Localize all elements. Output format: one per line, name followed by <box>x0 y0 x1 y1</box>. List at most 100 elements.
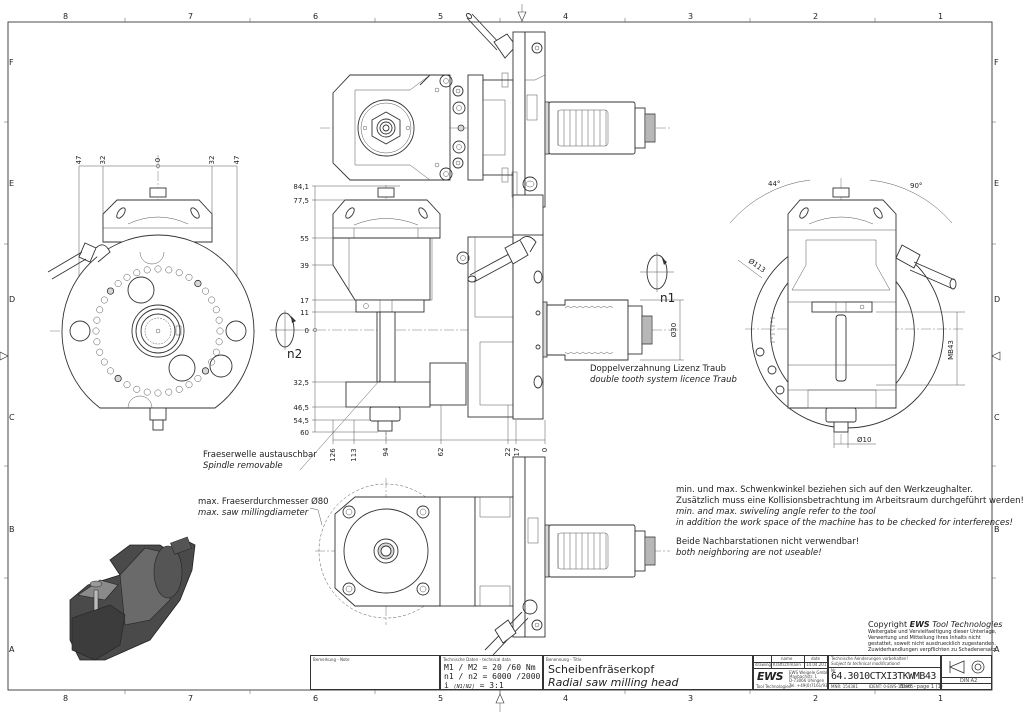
index-hole <box>96 306 104 314</box>
row-label: B <box>9 525 15 534</box>
spindle-note: Fraeserwelle austauschbar Spindle remova… <box>203 450 317 472</box>
row-label: D <box>9 295 15 304</box>
index-hole <box>194 279 202 288</box>
row-label: A <box>994 645 1000 654</box>
col-label: 6 <box>313 694 318 703</box>
top-view <box>320 13 670 208</box>
centering-mark-top <box>517 4 527 22</box>
centering-mark-bottom <box>495 690 505 712</box>
index-hole <box>185 381 193 389</box>
disc-diameter-label: Ø113 <box>747 257 767 274</box>
dim-label: 46,5 <box>293 404 309 412</box>
swing-angle-right: 90° <box>910 182 922 190</box>
index-hole <box>175 385 183 393</box>
col-label: 2 <box>813 12 818 21</box>
col-label: 2 <box>813 694 818 703</box>
title-cell: Benennung - Title Scheibenfräserkopf Rad… <box>543 655 753 690</box>
spindle-en: Spindle removable <box>203 461 283 471</box>
dim-label: 84,1 <box>293 183 309 191</box>
drawing-info-cell: name date drawing Kraftschmann 14.04.201… <box>753 655 849 690</box>
dim-label: 0 <box>154 158 162 162</box>
index-hole <box>154 265 162 273</box>
index-hole <box>92 327 100 335</box>
col-label: 1 <box>938 12 943 21</box>
index-hole <box>107 367 114 375</box>
drawing-sheet: 8 7 6 5 4 3 2 1 8 7 6 5 4 3 2 1 F E D C … <box>0 4 1024 712</box>
swivel-en-2: in addition the work space of the machin… <box>676 518 1013 528</box>
row-label: C <box>9 413 15 422</box>
dim-label: 0 <box>541 448 549 452</box>
row-label: B <box>994 525 1000 534</box>
dim-label: 17 <box>513 448 521 457</box>
col-label: 6 <box>313 12 318 21</box>
dim-label: 94 <box>382 447 390 456</box>
neighbor-en: both neighboring are not useable! <box>676 548 822 558</box>
dim-label: 22 <box>504 448 512 457</box>
index-hole <box>100 296 108 304</box>
swivel-de-1: min. und max. Schwenkwinkel beziehen sic… <box>676 485 973 495</box>
swivel-de-2: Zusätzlich muss eine Kollisionsbetrachtu… <box>676 496 1024 506</box>
bolt-diameter-label: Ø10 <box>857 436 871 444</box>
index-hole <box>114 374 122 383</box>
remark-cell: Bemerkung - Note <box>310 655 440 690</box>
left-view: 47 32 0 32 47 <box>47 155 255 431</box>
dim-label: 77,5 <box>293 197 309 205</box>
front-view: 84,1 77,5 55 39 17 11 0 32,5 46,5 54,5 6… <box>293 183 684 471</box>
col-label: 5 <box>438 694 443 703</box>
index-hole <box>216 327 224 335</box>
index-hole <box>212 306 220 314</box>
torque-value: M1 / M2 = 20 /60 Nm <box>444 663 536 672</box>
index-hole <box>194 375 202 382</box>
row-label: E <box>9 179 14 188</box>
centering-mark-left <box>0 351 9 361</box>
frame-row-ticks <box>4 121 996 579</box>
drawing-date: 14.04.2011 <box>806 662 829 667</box>
index-hole <box>100 358 108 366</box>
bottom-view <box>309 456 670 656</box>
drawing-canvas: 8 7 6 5 4 3 2 1 8 7 6 5 4 3 2 1 F E D C … <box>0 4 1001 712</box>
index-hole <box>154 389 162 397</box>
dim-label: 113 <box>350 448 358 461</box>
col-label: 8 <box>63 694 68 703</box>
col-label: 8 <box>63 12 68 21</box>
speed-value: n1 / n2 = 6000 /2000 1/min <box>444 672 570 681</box>
dim-label: 55 <box>300 235 309 243</box>
index-hole <box>93 316 101 324</box>
drawer-name: Kraftschmann <box>773 662 801 667</box>
max-diameter-en: max. saw millingdiameter <box>198 508 309 518</box>
index-hole <box>96 348 104 356</box>
n1-label: n1 <box>660 291 675 305</box>
n2-label: n2 <box>287 347 302 361</box>
dim-label: 39 <box>300 262 309 270</box>
dim-label: 32 <box>99 156 107 165</box>
part-number-cell: Technische Aenderungen vorbehalten! Subj… <box>828 655 941 690</box>
index-hole <box>208 358 216 366</box>
index-hole <box>123 381 131 389</box>
dim-label: 17 <box>300 297 309 305</box>
projection-cell: DIN A2 <box>941 655 992 690</box>
swivel-angle-note: min. und max. Schwenkwinkel beziehen sic… <box>676 485 1024 559</box>
row-label: C <box>994 413 1000 422</box>
index-hole <box>165 388 173 396</box>
horizontal-dimension-lines <box>332 405 546 444</box>
col-label: 4 <box>563 694 568 703</box>
dim-label: 32,5 <box>293 379 309 387</box>
row-label: F <box>9 58 14 67</box>
row-label: A <box>9 645 15 654</box>
max-diameter-de: max. Fraeserdurchmesser Ø80 <box>198 497 329 507</box>
dim-label: 47 <box>75 156 83 165</box>
rotation-n2-icon <box>270 310 300 350</box>
index-hole <box>143 388 151 396</box>
projection-symbol-icon <box>948 660 985 674</box>
centering-mark-right <box>991 351 1001 361</box>
col-label: 3 <box>688 12 693 21</box>
index-hole-ring <box>92 265 224 397</box>
title-english: Radial saw milling head <box>548 676 679 689</box>
copyright-line: Zuwiderhandlungen verpflichten zu Schade… <box>868 647 998 653</box>
right-view: 44° 90° Ø113 <box>729 178 965 448</box>
index-hole <box>143 266 151 274</box>
dim-label: 54,5 <box>293 417 309 425</box>
double-tooth-de: Doppelverzahnung Lizenz Traub <box>590 364 726 374</box>
dim-label: 126 <box>329 448 337 462</box>
index-hole <box>133 269 141 277</box>
